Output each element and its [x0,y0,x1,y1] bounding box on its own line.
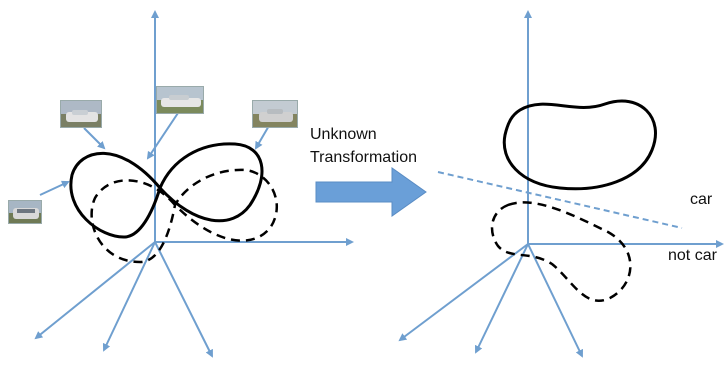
right-axis-diag-3 [527,243,583,358]
car-photo-image [253,101,297,127]
car-region-solid [502,99,657,191]
pointer-arrow-2 [83,127,106,150]
decision-boundary [437,171,683,229]
left-axes [34,10,354,358]
pointer-arrow-4 [254,123,271,150]
transform-label-line2: Transformation [310,149,417,166]
left-axis-diag-3 [154,241,213,358]
left-axis-diag-2 [102,241,156,352]
pointer-arrow-3 [146,109,181,160]
car-photo-image [157,87,203,113]
transform-label-line1: Unknown [310,126,377,143]
noncar-manifold-dashed [90,168,279,264]
class-label-car: car [690,191,713,208]
car-photo-image [61,101,101,127]
car-photo-front-left [8,200,42,224]
car-photo-top-right [252,100,298,128]
car-manifold-solid [69,142,264,239]
transformation-arrow [315,167,427,217]
noncar-region-dashed [490,201,632,302]
right-axes [398,10,724,358]
car-photo-top-left [60,100,102,128]
right-axis-diag-2 [474,243,529,354]
class-label-not-car: not car [668,247,717,264]
left-axis-diag-1 [34,241,156,340]
right-axis-diag-1 [398,243,529,342]
pointer-arrow-1 [39,180,70,196]
thumbnail-pointers [39,109,271,196]
car-photo-image [9,201,41,223]
car-photo-top-middle [156,86,204,114]
